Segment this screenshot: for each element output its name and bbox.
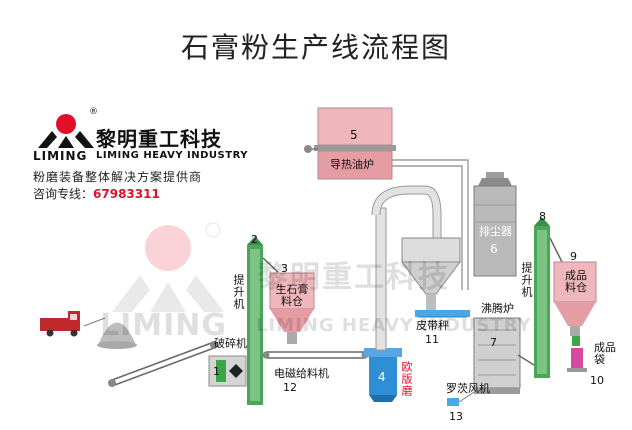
component-12-label: 电磁给料机 [274,367,329,380]
hotline: 咨询专线：67983311 [33,185,160,202]
component-9-label: 成品料仓 [565,269,587,294]
heat-oil-furnace [304,107,469,290]
component-12-number: 12 [283,381,297,394]
component-7-label: 沸腾炉 [481,302,514,315]
raw-gypsum-silo [269,272,315,344]
bucket-elevator-8 [517,217,563,378]
belt-conveyor [108,341,218,387]
component-2-number: 2 [251,233,258,246]
hotline-label: 咨询专线： [33,187,94,201]
watermark-name-cn: 黎明重工科技 [258,260,450,295]
watermark-short: LIMING [100,308,228,343]
component-4-label: 欧版磨 [400,361,413,397]
brand-logo [38,114,94,148]
finished-product-silo [553,261,597,346]
component-1-number: 1 [213,365,220,378]
boiling-furnace [473,317,521,394]
truck [40,311,80,337]
component-6-label: 排尘器 [479,225,512,238]
product-bag [567,348,587,372]
component-11-label: 皮带秤 [416,319,449,332]
component-13-label: 罗茨风机 [446,382,490,395]
roots-blower [447,391,475,406]
page-title: 石膏粉生产线流程图 [180,31,451,64]
brand-registered-mark: ® [89,107,98,117]
component-6-number: 6 [490,242,498,256]
component-1-label: 破碎机 [214,337,247,350]
component-11-number: 11 [425,333,439,346]
feeder-conveyor [262,351,369,359]
watermark-name-en: LIMING HEAVY INDUSTRY [256,315,532,336]
cyclone-collector [401,237,461,310]
brand-slogan: 粉磨装备整体解决方案提供商 [33,170,203,184]
component-8-label: 提升机 [520,262,533,298]
component-3-number: 3 [281,262,288,275]
component-10-label: 成品袋 [594,341,616,366]
belt-scale [415,310,470,318]
component-9-number: 9 [570,250,577,263]
component-8-number: 8 [539,210,546,223]
brand-name-en: LIMING HEAVY INDUSTRY [96,150,248,161]
component-4-number: 4 [378,370,386,384]
bucket-elevator-2 [247,236,279,405]
crusher [208,355,247,387]
component-5-label: 导热油炉 [330,158,374,171]
mill-duct [371,185,442,351]
component-10-number: 10 [590,374,604,387]
component-5-number: 5 [350,128,358,142]
component-2-label: 提升机 [232,274,245,310]
watermark-logo [112,222,224,312]
dust-remover [473,172,517,277]
raw-material-pile [83,317,137,349]
component-7-number: 7 [490,336,497,349]
component-3-label: 生石膏料仓 [275,283,309,308]
brand-short-name: LIMING [33,149,88,163]
brand-name-cn: 黎明重工科技 [96,127,222,151]
component-13-number: 13 [449,410,463,423]
european-mill [364,348,402,402]
hotline-number: 67983311 [93,187,160,201]
